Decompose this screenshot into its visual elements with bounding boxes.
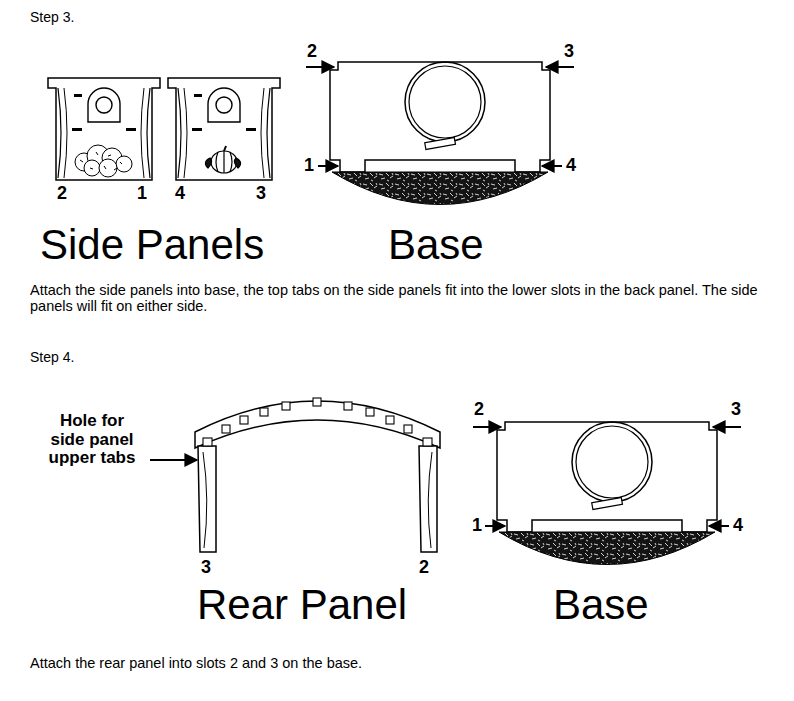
callout-number: 4 [175, 184, 185, 204]
callout-number: 3 [731, 400, 741, 420]
part-name: Base [553, 582, 649, 628]
instruction-text: Attach the side panels into base, the to… [30, 283, 760, 315]
callout-number: 2 [474, 400, 484, 420]
callout-number: 4 [733, 516, 743, 536]
callout-number: 4 [566, 156, 576, 176]
callout-number: 3 [256, 184, 266, 204]
callout-number: 1 [304, 156, 314, 176]
step-heading: Step 4. [30, 350, 74, 365]
callout-number: 2 [307, 42, 317, 62]
pointer-arrow [150, 459, 197, 461]
base-plate [473, 422, 741, 565]
callout-number: 2 [57, 184, 67, 204]
callout-number: 1 [137, 184, 147, 204]
side-panel-left [48, 78, 160, 180]
part-name: Side Panels [40, 222, 264, 268]
callout-note: Hole for side panel upper tabs [42, 412, 142, 468]
instruction-text: Attach the rear panel into slots 2 and 3… [30, 656, 760, 672]
callout-number: 3 [564, 42, 574, 62]
part-name: Base [388, 222, 484, 268]
step-heading: Step 3. [30, 10, 74, 25]
base-plate [306, 62, 574, 205]
part-name: Rear Panel [197, 582, 407, 628]
callout-number: 1 [472, 516, 482, 536]
callout-number: 3 [201, 558, 211, 578]
side-panel-right [168, 78, 280, 180]
callout-number: 2 [419, 558, 429, 578]
rear-panel [195, 398, 440, 552]
